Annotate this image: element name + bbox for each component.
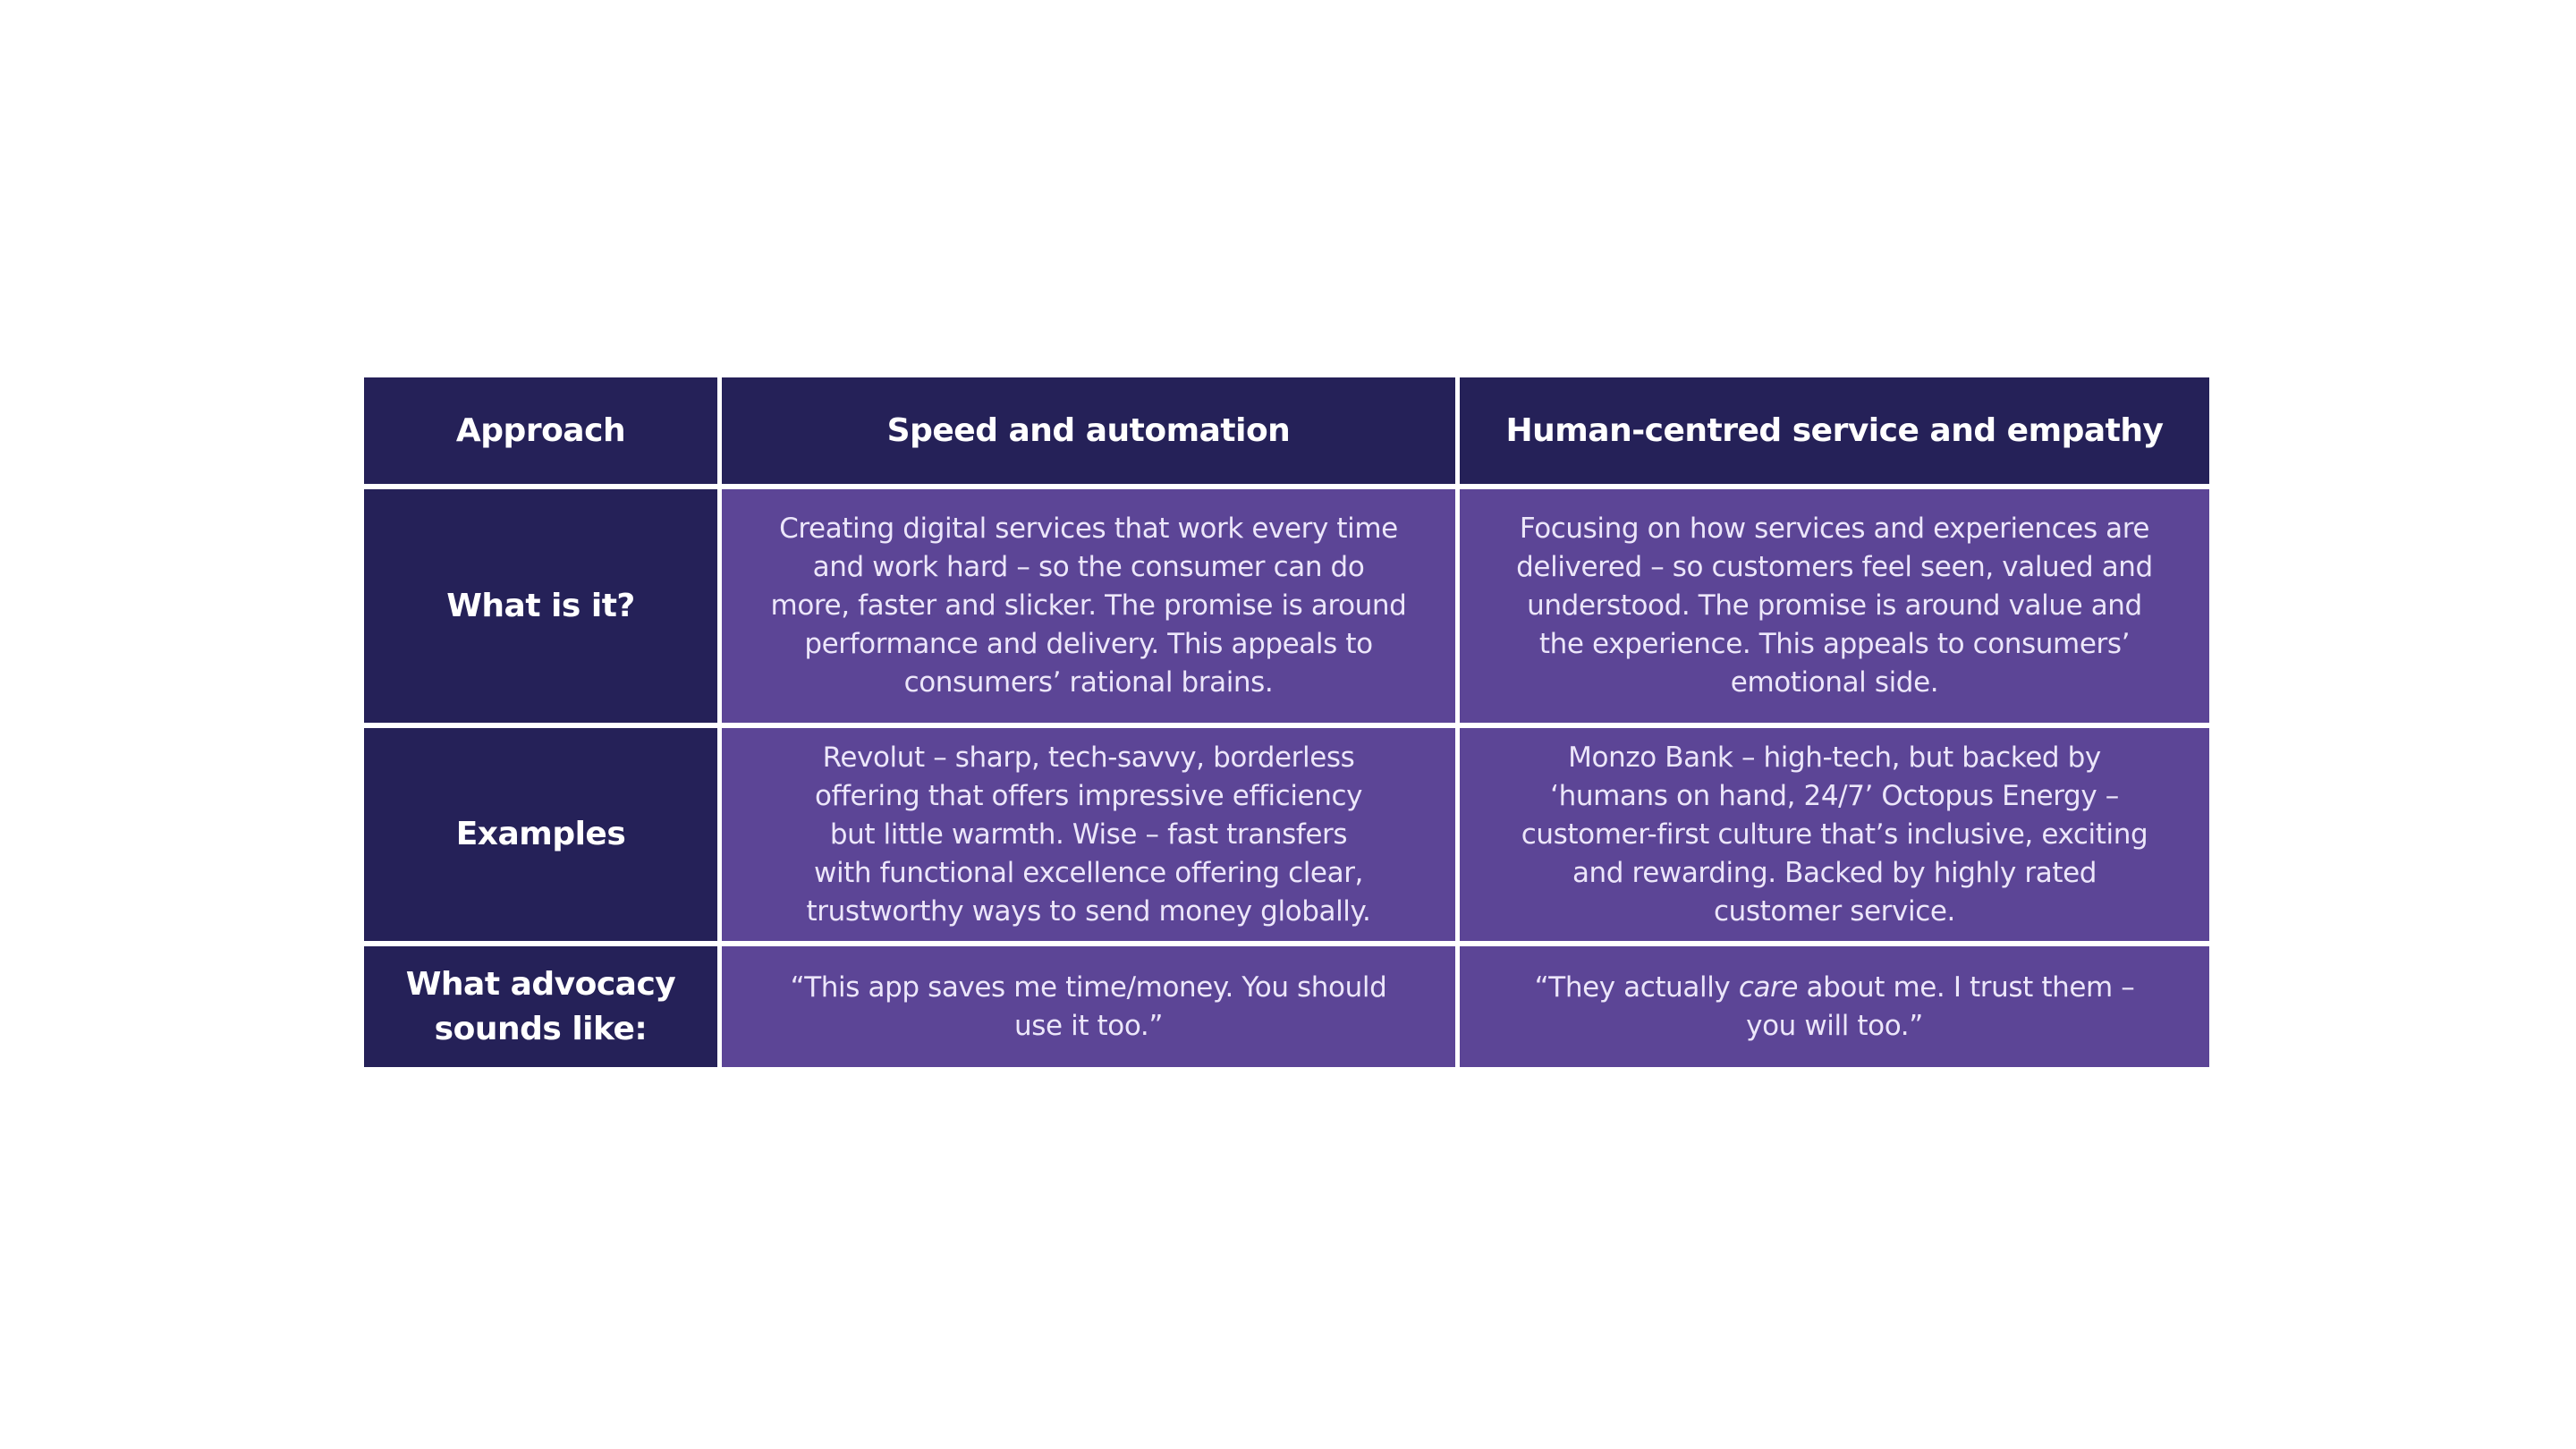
label-line: What advocacy [405, 965, 676, 1003]
text-line: trustworthy ways to send money globally. [806, 894, 1371, 928]
header-human-centred: Human-centred service and empathy [1460, 377, 2209, 484]
header-speed-automation: Speed and automation [722, 377, 1455, 484]
text-line: Monzo Bank – high-tech, but backed by [1568, 741, 2101, 774]
cell-what-is-it-human: Focusing on how services and experiences… [1460, 489, 2209, 723]
text-line: and rewarding. Backed by highly rated [1572, 856, 2097, 889]
cell-text: Revolut – sharp, tech-savvy, borderless … [806, 739, 1370, 931]
quote-pre: “They actually [1534, 970, 1739, 1004]
text-line: delivered – so customers feel seen, valu… [1516, 551, 2153, 583]
quote-line: “This app saves me time/money. You shoul… [790, 970, 1387, 1004]
cell-text: Creating digital services that work ever… [771, 510, 1407, 702]
text-line: offering that offers impressive efficien… [814, 779, 1363, 812]
text-line: the experience. This appeals to consumer… [1538, 628, 2131, 660]
cell-advocacy-human: “They actually care about me. I trust th… [1460, 946, 2209, 1067]
text-line: Revolut – sharp, tech-savvy, borderless [822, 741, 1355, 774]
cell-advocacy-speed: “This app saves me time/money. You shoul… [722, 946, 1455, 1067]
comparison-table: Approach Speed and automation Human-cent… [364, 377, 2210, 1067]
text-line: understood. The promise is around value … [1527, 589, 2142, 622]
row-label-text: Examples [455, 816, 626, 852]
text-line: customer service. [1714, 894, 1955, 928]
header-approach: Approach [364, 377, 717, 484]
header-human-text: Human-centred service and empathy [1505, 411, 2164, 449]
row-label-text: What advocacy sounds like: [406, 962, 676, 1052]
text-line: consumers’ rational brains. [903, 666, 1274, 699]
row-label-advocacy: What advocacy sounds like: [364, 946, 717, 1067]
quote-line: use it too.” [1013, 1009, 1163, 1042]
quote-line: “They actually care about me. I trust th… [1535, 969, 2135, 1007]
row-label-what-is-it: What is it? [364, 489, 717, 723]
quote-line: you will too.” [1746, 1009, 1923, 1042]
header-approach-text: Approach [455, 411, 626, 449]
cell-text: “This app saves me time/money. You shoul… [791, 969, 1387, 1046]
header-speed-text: Speed and automation [886, 411, 1291, 449]
text-line: performance and delivery. This appeals t… [804, 628, 1373, 660]
cell-what-is-it-speed: Creating digital services that work ever… [722, 489, 1455, 723]
text-line: but little warmth. Wise – fast transfers [829, 818, 1348, 851]
text-line: emotional side. [1730, 666, 1939, 699]
row-label-text: What is it? [446, 587, 635, 624]
text-line: Focusing on how services and experiences… [1519, 513, 2150, 545]
text-line: customer-first culture that’s inclusive,… [1521, 818, 2148, 851]
cell-examples-human: Monzo Bank – high-tech, but backed by ‘h… [1460, 728, 2209, 941]
cell-text: “They actually care about me. I trust th… [1535, 969, 2135, 1046]
text-line: and work hard – so the consumer can do [812, 551, 1365, 583]
quote-post: about me. I trust them – [1798, 970, 2135, 1004]
cell-examples-speed: Revolut – sharp, tech-savvy, borderless … [722, 728, 1455, 941]
cell-text: Focusing on how services and experiences… [1516, 510, 2153, 702]
row-label-examples: Examples [364, 728, 717, 941]
cell-text: Monzo Bank – high-tech, but backed by ‘h… [1521, 739, 2148, 931]
text-line: ‘humans on hand, 24/7’ Octopus Energy – [1550, 779, 2119, 812]
label-line: sounds like: [434, 1010, 648, 1047]
quote-emphasis: care [1738, 970, 1799, 1004]
text-line: Creating digital services that work ever… [779, 513, 1398, 545]
text-line: more, faster and slicker. The promise is… [770, 589, 1407, 622]
text-line: with functional excellence offering clea… [813, 856, 1363, 889]
